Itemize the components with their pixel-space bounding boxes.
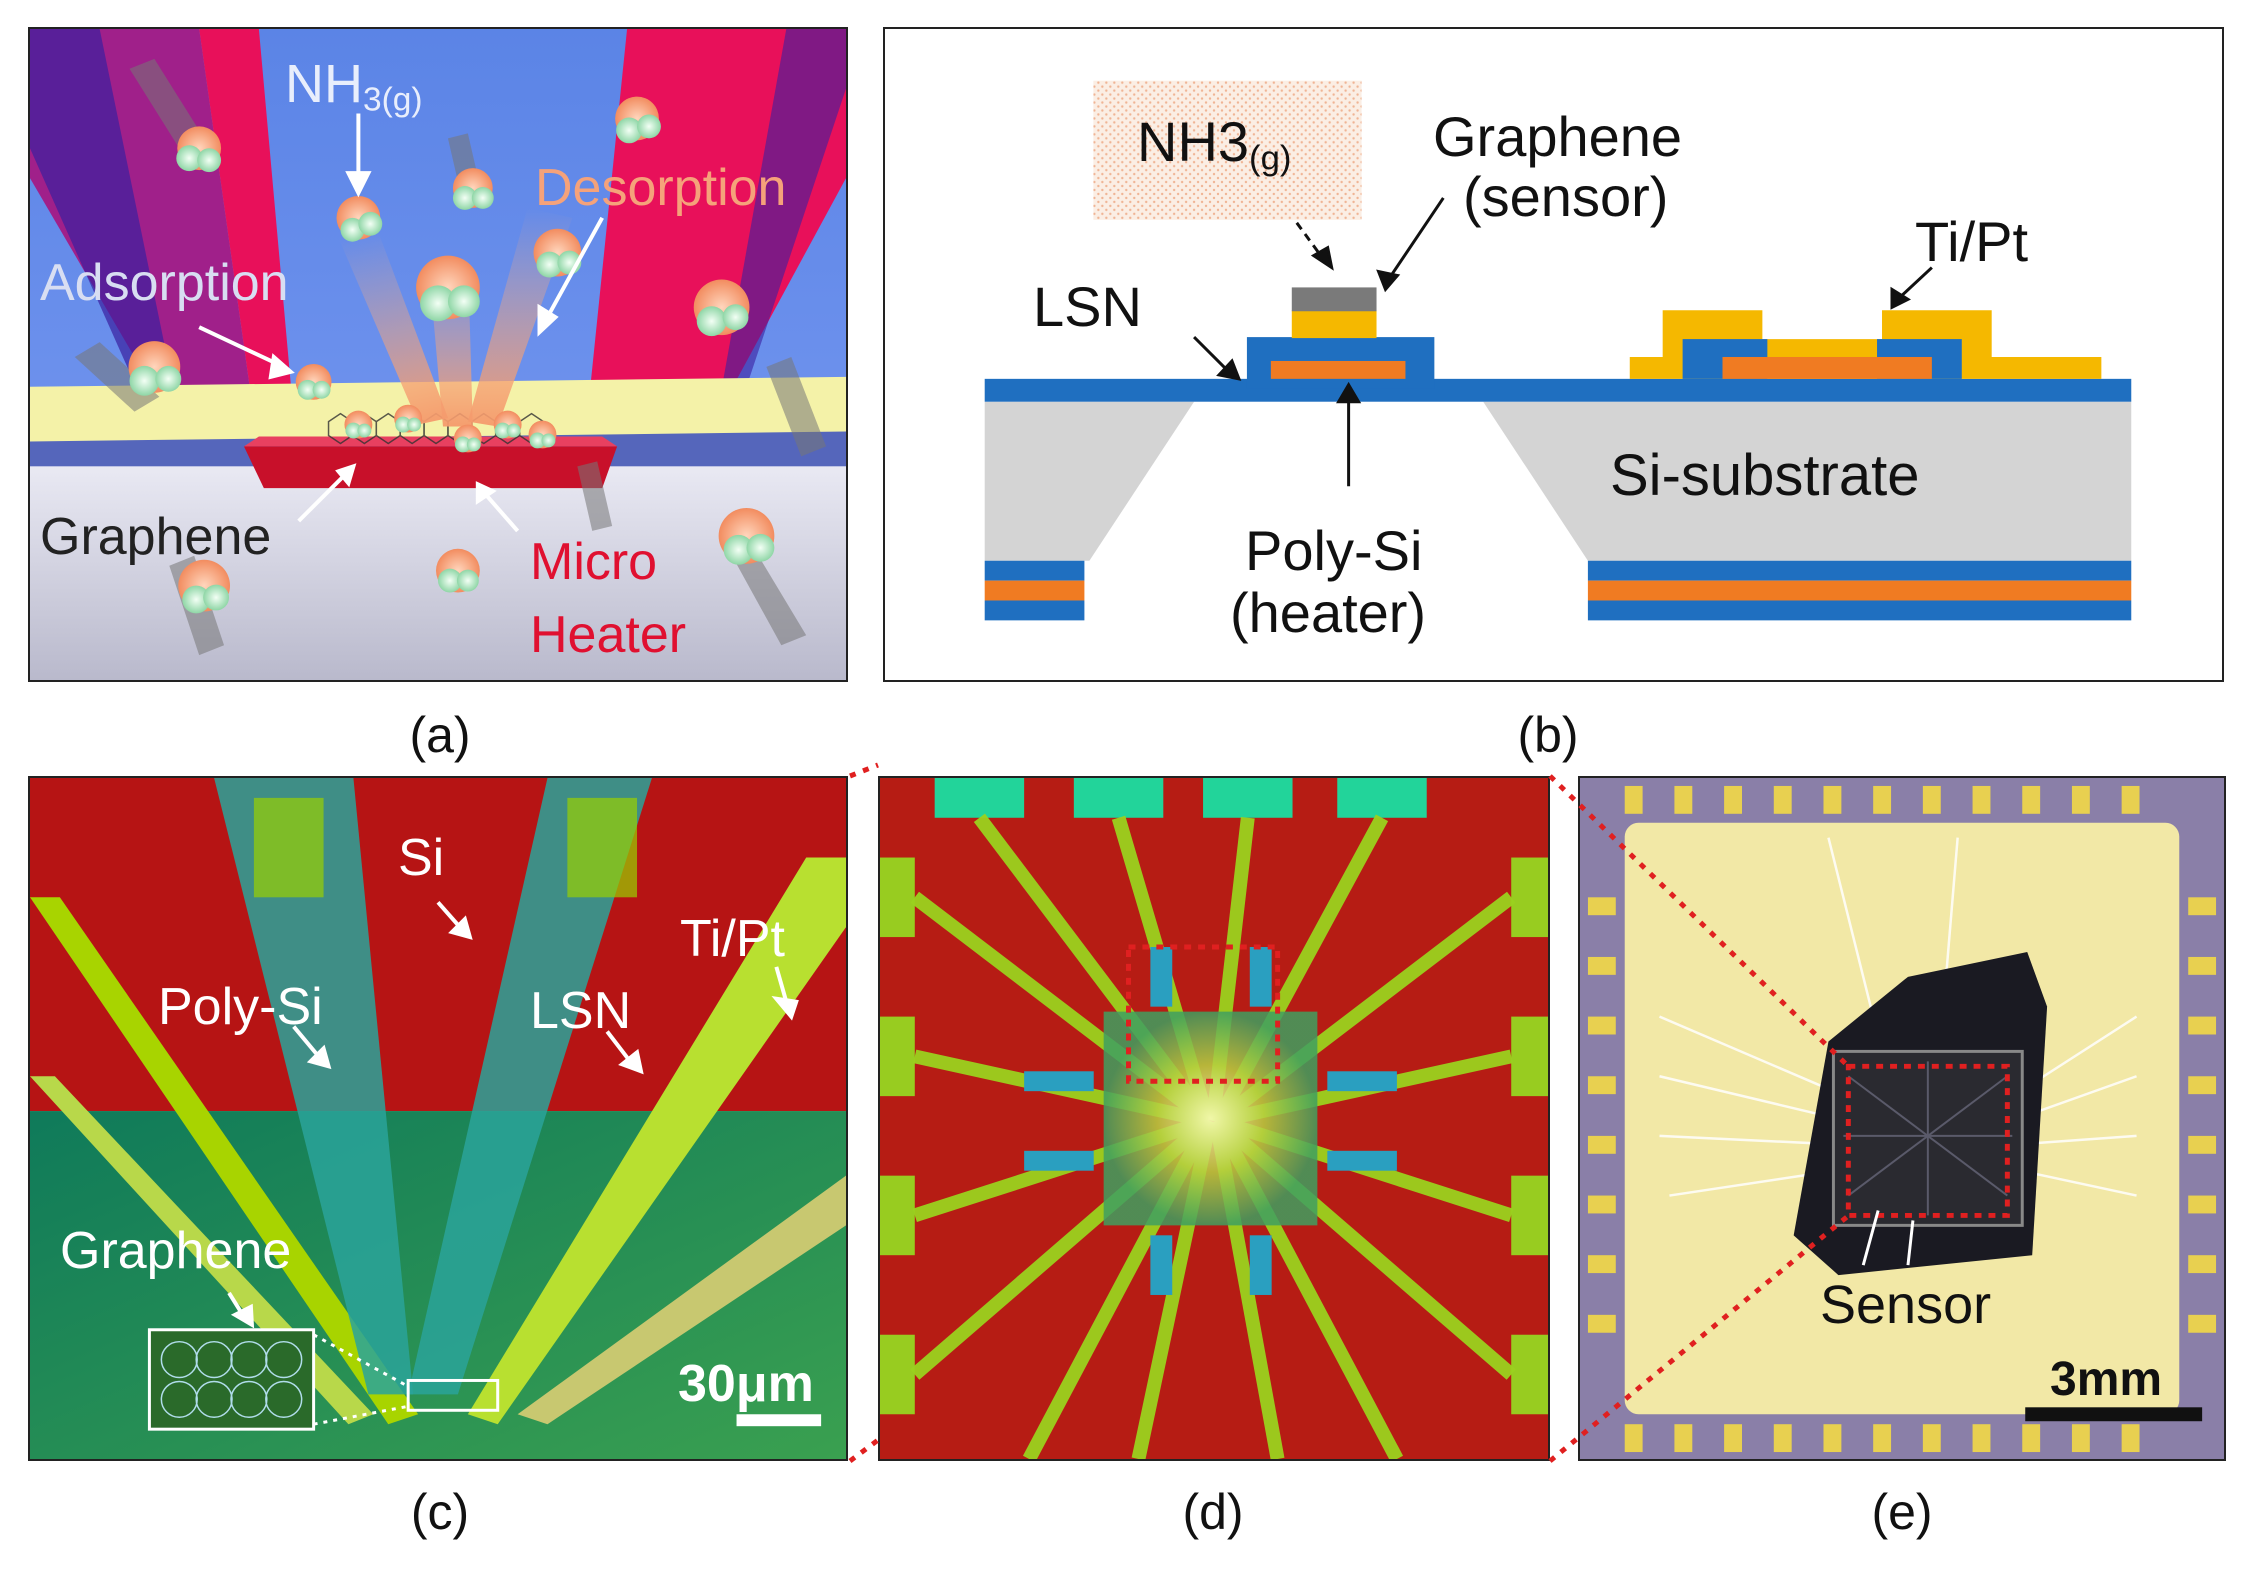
polysi-right [1722,356,1932,379]
connector-c-d-top [849,762,879,779]
polysi-label-c: Poly-Si [158,978,323,1036]
sensor-label-b: (sensor) [1463,165,1669,228]
nh3-label-b: NH3(g) [1137,110,1292,178]
scale-bar-c [736,1414,822,1427]
caption-b: (b) [1517,707,1579,763]
tipt-on-island [1291,310,1377,339]
lsn-top-layer [984,378,2132,402]
zoom-box-d [1126,944,1281,1084]
tipt-label-b: Ti/Pt [1915,210,2029,273]
panel-d-micrograph [880,778,1548,1459]
si-substrate-left [984,401,1195,561]
lsn-label-c: LSN [530,982,632,1040]
heater-label: Heater [530,606,687,664]
scale-label-c: 30μm [678,1355,814,1413]
panel-a-arrows [198,113,604,533]
graphene-label-b: Graphene [1433,105,1683,168]
caption-e: (e) [1871,1484,1933,1540]
si-label-c: Si [398,829,445,887]
nh3-gas-label: NH3(g) [285,54,423,119]
nh3-cloud [1093,80,1362,220]
graphene-inset [147,1328,316,1431]
polysi-label-b: Poly-Si [1245,519,1423,582]
panel-d [878,776,1550,1461]
desorption-label: Desorption [535,159,787,217]
polysi-heater [1270,360,1406,379]
micro-label: Micro [530,533,658,591]
panel-e: Sensor 3mm [1578,776,2226,1461]
heater-label-b: (heater) [1230,581,1427,644]
panel-a: NH3(g) Desorption Adsorption Graphene Mi… [28,27,848,682]
panel-b: NH3(g) Graphene (sensor) Ti/Pt LSN Si-su… [883,27,2224,682]
graphene-layer [1291,287,1377,312]
panel-c: Si Ti/Pt Poly-Si LSN Graphene 30μm [28,776,848,1461]
membrane-square [1103,1011,1318,1226]
panel-b-cross-section [984,80,2132,621]
scale-bar-e [2025,1407,2203,1422]
graphene-label: Graphene [40,508,272,566]
panel-a-illustration [30,29,846,680]
polysi-channel-right [408,778,652,1395]
lsn-label-b: LSN [1033,275,1142,338]
caption-d: (d) [1182,1484,1244,1540]
panel-c-arrows [227,900,799,1329]
graphene-label-c: Graphene [60,1222,292,1280]
caption-c: (c) [410,1484,470,1540]
panel-c-micrograph [30,778,846,1459]
sensor-label-e: Sensor [1820,1275,1992,1335]
connector-c-d-bottom [848,1438,880,1463]
graphene-region-box [406,1378,500,1412]
panel-b-arrows [1193,197,1933,487]
caption-a: (a) [409,707,471,763]
tipt-label-c: Ti/Pt [680,910,785,968]
micro-heater-block [243,446,618,489]
scale-label-e: 3mm [2050,1353,2163,1406]
si-substrate-label: Si-substrate [1610,443,1920,508]
adsorption-label: Adsorption [40,254,289,312]
nh3-molecules [128,96,775,614]
polysi-channel-left [214,778,414,1395]
si-substrate-right [1483,401,2132,561]
